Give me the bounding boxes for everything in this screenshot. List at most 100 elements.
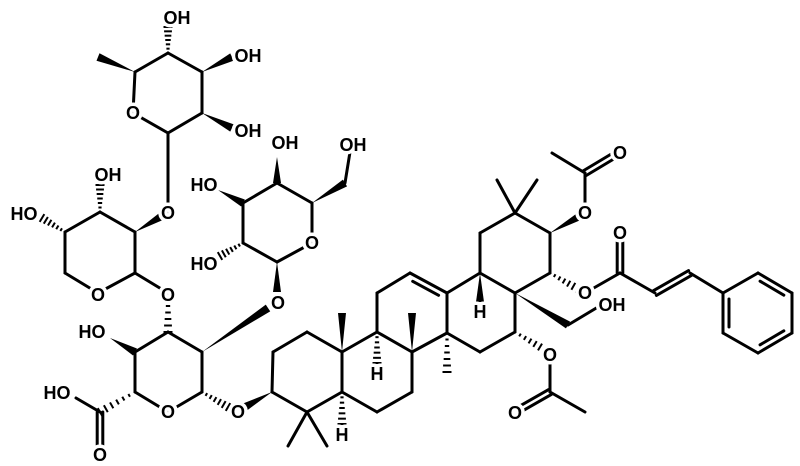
hashed-bond [337, 396, 347, 425]
wedge-bond [218, 190, 245, 207]
hash-mark [55, 224, 60, 230]
single-bond [133, 330, 170, 354]
atom-label: O [161, 285, 175, 305]
single-bond [478, 330, 517, 354]
single-bond [495, 178, 517, 215]
hash-mark [221, 249, 227, 258]
hashed-bond [163, 26, 173, 50]
hash-mark [537, 343, 543, 351]
atom-label: OH [235, 121, 262, 141]
double-bond [512, 388, 553, 416]
single-bond [241, 181, 279, 205]
hash-mark [237, 243, 241, 248]
atom-label: O [508, 403, 522, 423]
single-bond [513, 211, 552, 235]
atom-label: O [231, 402, 245, 422]
hash-mark [224, 402, 232, 412]
hash-mark [115, 399, 120, 405]
hashed-bond [38, 213, 63, 232]
atom-label: O [578, 283, 592, 303]
wedge-bond [243, 392, 272, 411]
hash-mark [523, 335, 527, 341]
single-bond [375, 390, 414, 414]
hashed-bond [216, 243, 241, 261]
wedge-bond [273, 262, 281, 292]
single-bond [513, 271, 552, 295]
atom-label: HO [11, 204, 38, 224]
single-bond [166, 51, 204, 74]
single-bond [305, 390, 344, 414]
hash-mark [103, 404, 109, 413]
single-bond [133, 51, 170, 74]
wedge-bond [202, 113, 234, 132]
ring-double-bond [408, 271, 449, 297]
wedge-bond [96, 53, 135, 72]
atom-label: O [93, 445, 107, 465]
hash-mark [51, 222, 56, 228]
hash-mark [570, 282, 577, 291]
single-bond [270, 390, 309, 414]
wedge-bond [515, 293, 571, 329]
wedge-bond [312, 179, 348, 203]
single-bond [63, 210, 102, 234]
bond-line [652, 269, 691, 293]
atom-label: O [161, 402, 175, 422]
hash-mark [220, 400, 227, 409]
hashed-bond [95, 184, 105, 209]
atom-label: O [271, 293, 285, 313]
bond-line [756, 331, 794, 355]
single-bond [343, 150, 352, 185]
wedge-bond [408, 313, 416, 352]
single-bond [305, 330, 344, 354]
hash-mark [229, 246, 234, 253]
single-bond [286, 410, 309, 448]
single-bond [131, 70, 137, 115]
wedge-bond [476, 273, 484, 302]
atom-label: OH [164, 8, 191, 28]
atom-label: HO [191, 175, 218, 195]
atom-label: O [91, 285, 105, 305]
hashed-bond [518, 333, 549, 355]
atom-label: H [474, 302, 487, 322]
atom-label: O [543, 345, 557, 365]
single-bond [133, 390, 170, 414]
atom-label: OH [95, 165, 122, 185]
wedge-bond [273, 157, 281, 183]
bond-line [514, 392, 553, 416]
atom-label: O [613, 143, 627, 163]
hash-mark [574, 284, 582, 294]
single-bond [688, 271, 725, 295]
single-bond [275, 241, 314, 264]
hash-mark [225, 248, 231, 256]
single-bond [98, 210, 137, 234]
wedge-bond [135, 212, 165, 232]
hashed-bond [372, 336, 382, 364]
single-bond [63, 271, 100, 295]
hash-mark [127, 393, 131, 398]
single-bond [590, 271, 622, 291]
hash-mark [216, 398, 222, 406]
hash-mark [541, 345, 549, 355]
double-bond [95, 410, 105, 454]
single-bond [513, 178, 539, 215]
single-bond [271, 330, 309, 354]
wedge-bond [202, 304, 271, 352]
atom-label: HO [79, 322, 106, 342]
atom-label: H [336, 425, 349, 445]
atom-label: OH [272, 133, 299, 153]
atom-label: OH [235, 46, 262, 66]
bond-line [758, 329, 786, 347]
hash-mark [38, 213, 46, 223]
hash-mark [532, 340, 538, 348]
single-bond [340, 330, 379, 354]
single-bond [166, 111, 204, 135]
single-bond [166, 390, 204, 414]
bonds [38, 26, 794, 454]
hash-mark [566, 280, 572, 288]
hash-mark [233, 244, 238, 250]
hash-mark [121, 396, 126, 402]
ring-double-bond [756, 271, 794, 297]
bond-line [512, 388, 551, 412]
atom-label: HO [191, 254, 218, 274]
